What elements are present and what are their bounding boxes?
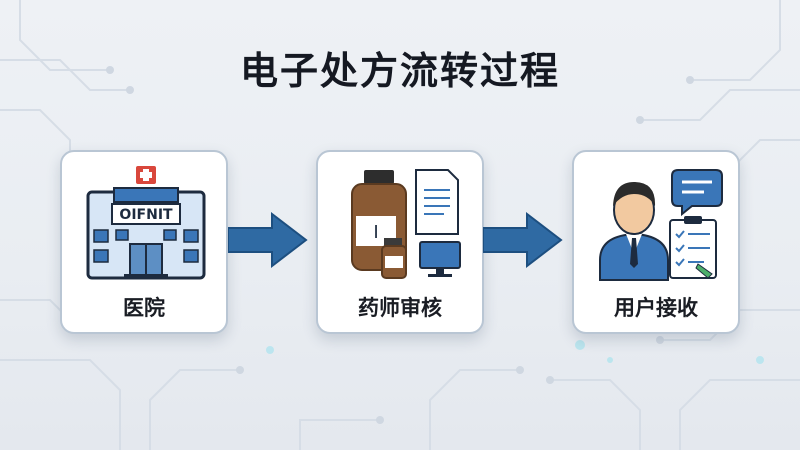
step-card-pharmacist-review: I 药师审核 [316,150,484,334]
flow-arrow-right-icon [228,212,308,268]
hospital-sign-text: OIFNIT [119,207,173,223]
pharmacist-review-icon: I [351,169,461,279]
page-title: 电子处方流转过程 [239,49,560,93]
step-label-hospital: 医院 [123,296,165,320]
step-card-user-receive: 用户接收 [572,150,740,334]
step-card-hospital: OIFNIT 医院 [60,150,228,334]
step-label-user-receive: 用户接收 [614,296,698,320]
step-label-pharmacist-review: 药师审核 [358,296,442,320]
hospital-icon: OIFNIT [86,166,206,280]
user-receive-icon [599,169,723,281]
flow-arrow-right-icon [483,212,563,268]
svg-text:I: I [373,222,378,243]
